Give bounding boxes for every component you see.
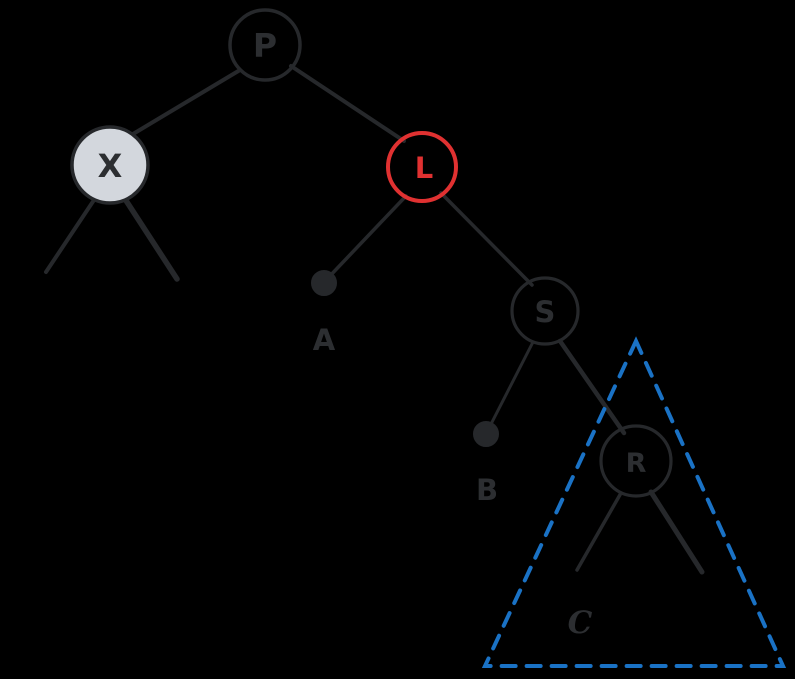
leaf-label-b: B bbox=[476, 473, 498, 507]
edge-r-right-stub bbox=[648, 489, 705, 575]
node-x-label: X bbox=[98, 147, 123, 185]
edge-l-s bbox=[439, 191, 534, 287]
node-l: L bbox=[386, 131, 458, 203]
node-s-label: S bbox=[535, 295, 556, 329]
edge-s-b bbox=[487, 340, 535, 430]
leaf-b: B bbox=[473, 421, 499, 507]
edge-p-x bbox=[131, 68, 242, 136]
edge-x-left-stub bbox=[44, 198, 96, 274]
leaf-dot-b bbox=[473, 421, 499, 447]
edge-x-right-stub bbox=[122, 196, 180, 282]
edge-s-r bbox=[557, 338, 627, 436]
leaf-a: A bbox=[311, 270, 337, 357]
leaf-label-a: A bbox=[313, 323, 336, 357]
node-s-circle bbox=[510, 276, 580, 346]
node-l-circle bbox=[386, 131, 458, 203]
node-r-circle bbox=[599, 424, 673, 498]
node-p-circle bbox=[228, 8, 302, 82]
node-l-label: L bbox=[415, 151, 433, 185]
edge-p-l bbox=[289, 64, 406, 143]
node-s: S bbox=[510, 276, 580, 346]
subtree-highlight-triangle bbox=[481, 336, 787, 668]
node-p-label: P bbox=[253, 26, 277, 65]
leaf-label-c: C bbox=[568, 605, 593, 641]
edge-l-a bbox=[325, 194, 408, 281]
node-x: X bbox=[70, 125, 150, 205]
node-r: R bbox=[599, 424, 673, 498]
node-p: P bbox=[228, 8, 302, 82]
node-x-circle bbox=[70, 125, 150, 205]
leaf-dot-a bbox=[311, 270, 337, 296]
edge-r-left-stub bbox=[575, 491, 623, 572]
node-r-label: R bbox=[626, 448, 647, 479]
